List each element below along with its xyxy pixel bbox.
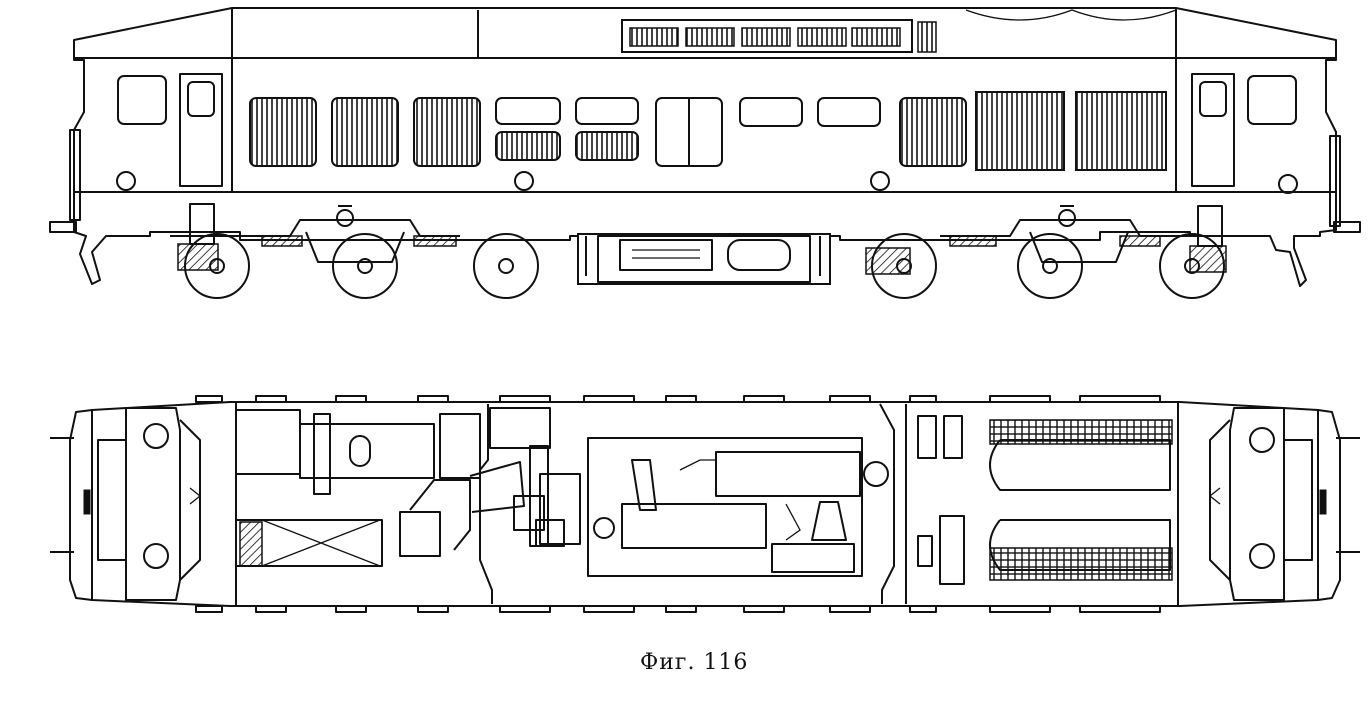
cab-right (1191, 73, 1298, 194)
side-steps (195, 395, 1161, 613)
figure-caption: Фиг. 116 (640, 650, 749, 675)
right-compartment-equipment (917, 415, 1173, 585)
side-panels (249, 91, 1167, 191)
cab-left (116, 73, 223, 191)
engine-compartment (513, 437, 889, 577)
side-elevation-view (49, 7, 1361, 299)
plan-cab-left (97, 407, 202, 601)
buffers (49, 129, 1361, 233)
plan-view (50, 395, 1360, 613)
left-compartment-equipment (235, 407, 551, 567)
plan-cab-right (1208, 407, 1313, 601)
bogies (170, 203, 1227, 299)
roof-grilles (621, 19, 937, 53)
body-outline (73, 7, 1337, 287)
fuel-tank (577, 233, 831, 285)
